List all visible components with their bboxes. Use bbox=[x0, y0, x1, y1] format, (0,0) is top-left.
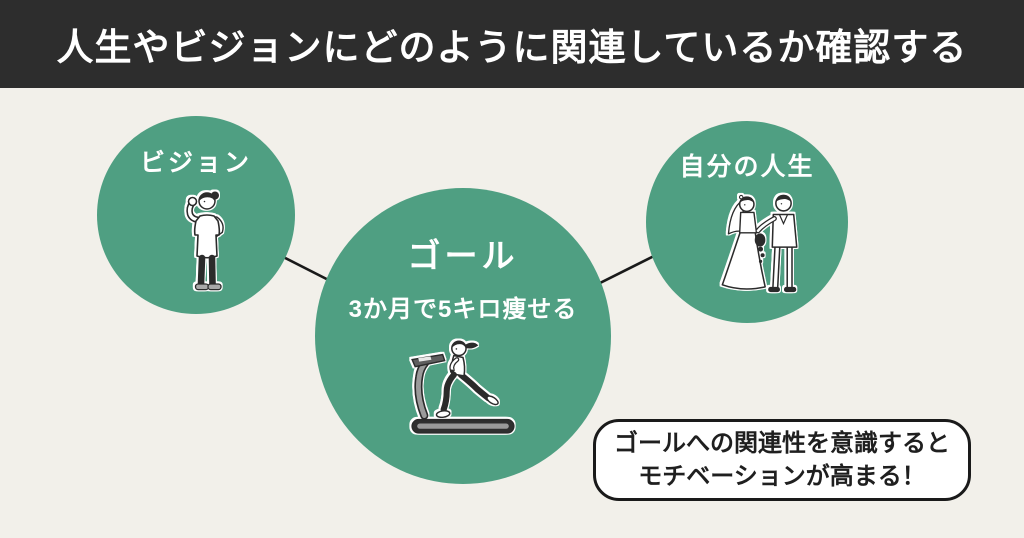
callout-line2: モチベーションが高まる！ bbox=[638, 463, 926, 490]
goal-circle: ゴール 3か月で5キロ痩せる bbox=[315, 188, 611, 484]
life-label: 自分の人生 bbox=[679, 153, 815, 181]
vision-label: ビジョン bbox=[139, 149, 252, 177]
goal-subtitle: 3か月で5キロ痩せる bbox=[348, 296, 578, 323]
goal-title: ゴール bbox=[407, 237, 519, 274]
callout-line1: ゴールへの関連性を意識すると bbox=[614, 430, 950, 457]
treadmill bbox=[411, 353, 515, 434]
bouquet bbox=[754, 233, 766, 264]
runner-figure bbox=[435, 340, 499, 419]
bride-figure bbox=[721, 194, 766, 290]
groom-figure bbox=[755, 194, 798, 293]
callout-box: ゴールへの関連性を意識すると モチベーションが高まる！ bbox=[593, 419, 971, 501]
page-title: 人生やビジョンにどのように関連しているか確認する bbox=[56, 27, 968, 68]
treadmill-runner-icon bbox=[411, 340, 515, 434]
life-circle: 自分の人生 bbox=[646, 121, 848, 323]
header-banner: 人生やビジョンにどのように関連しているか確認する bbox=[0, 0, 1024, 88]
wedding-couple-icon bbox=[721, 194, 798, 293]
vision-circle: ビジョン bbox=[97, 116, 295, 314]
flexing-woman-figure bbox=[186, 191, 224, 291]
flexing-woman-icon bbox=[186, 191, 224, 291]
